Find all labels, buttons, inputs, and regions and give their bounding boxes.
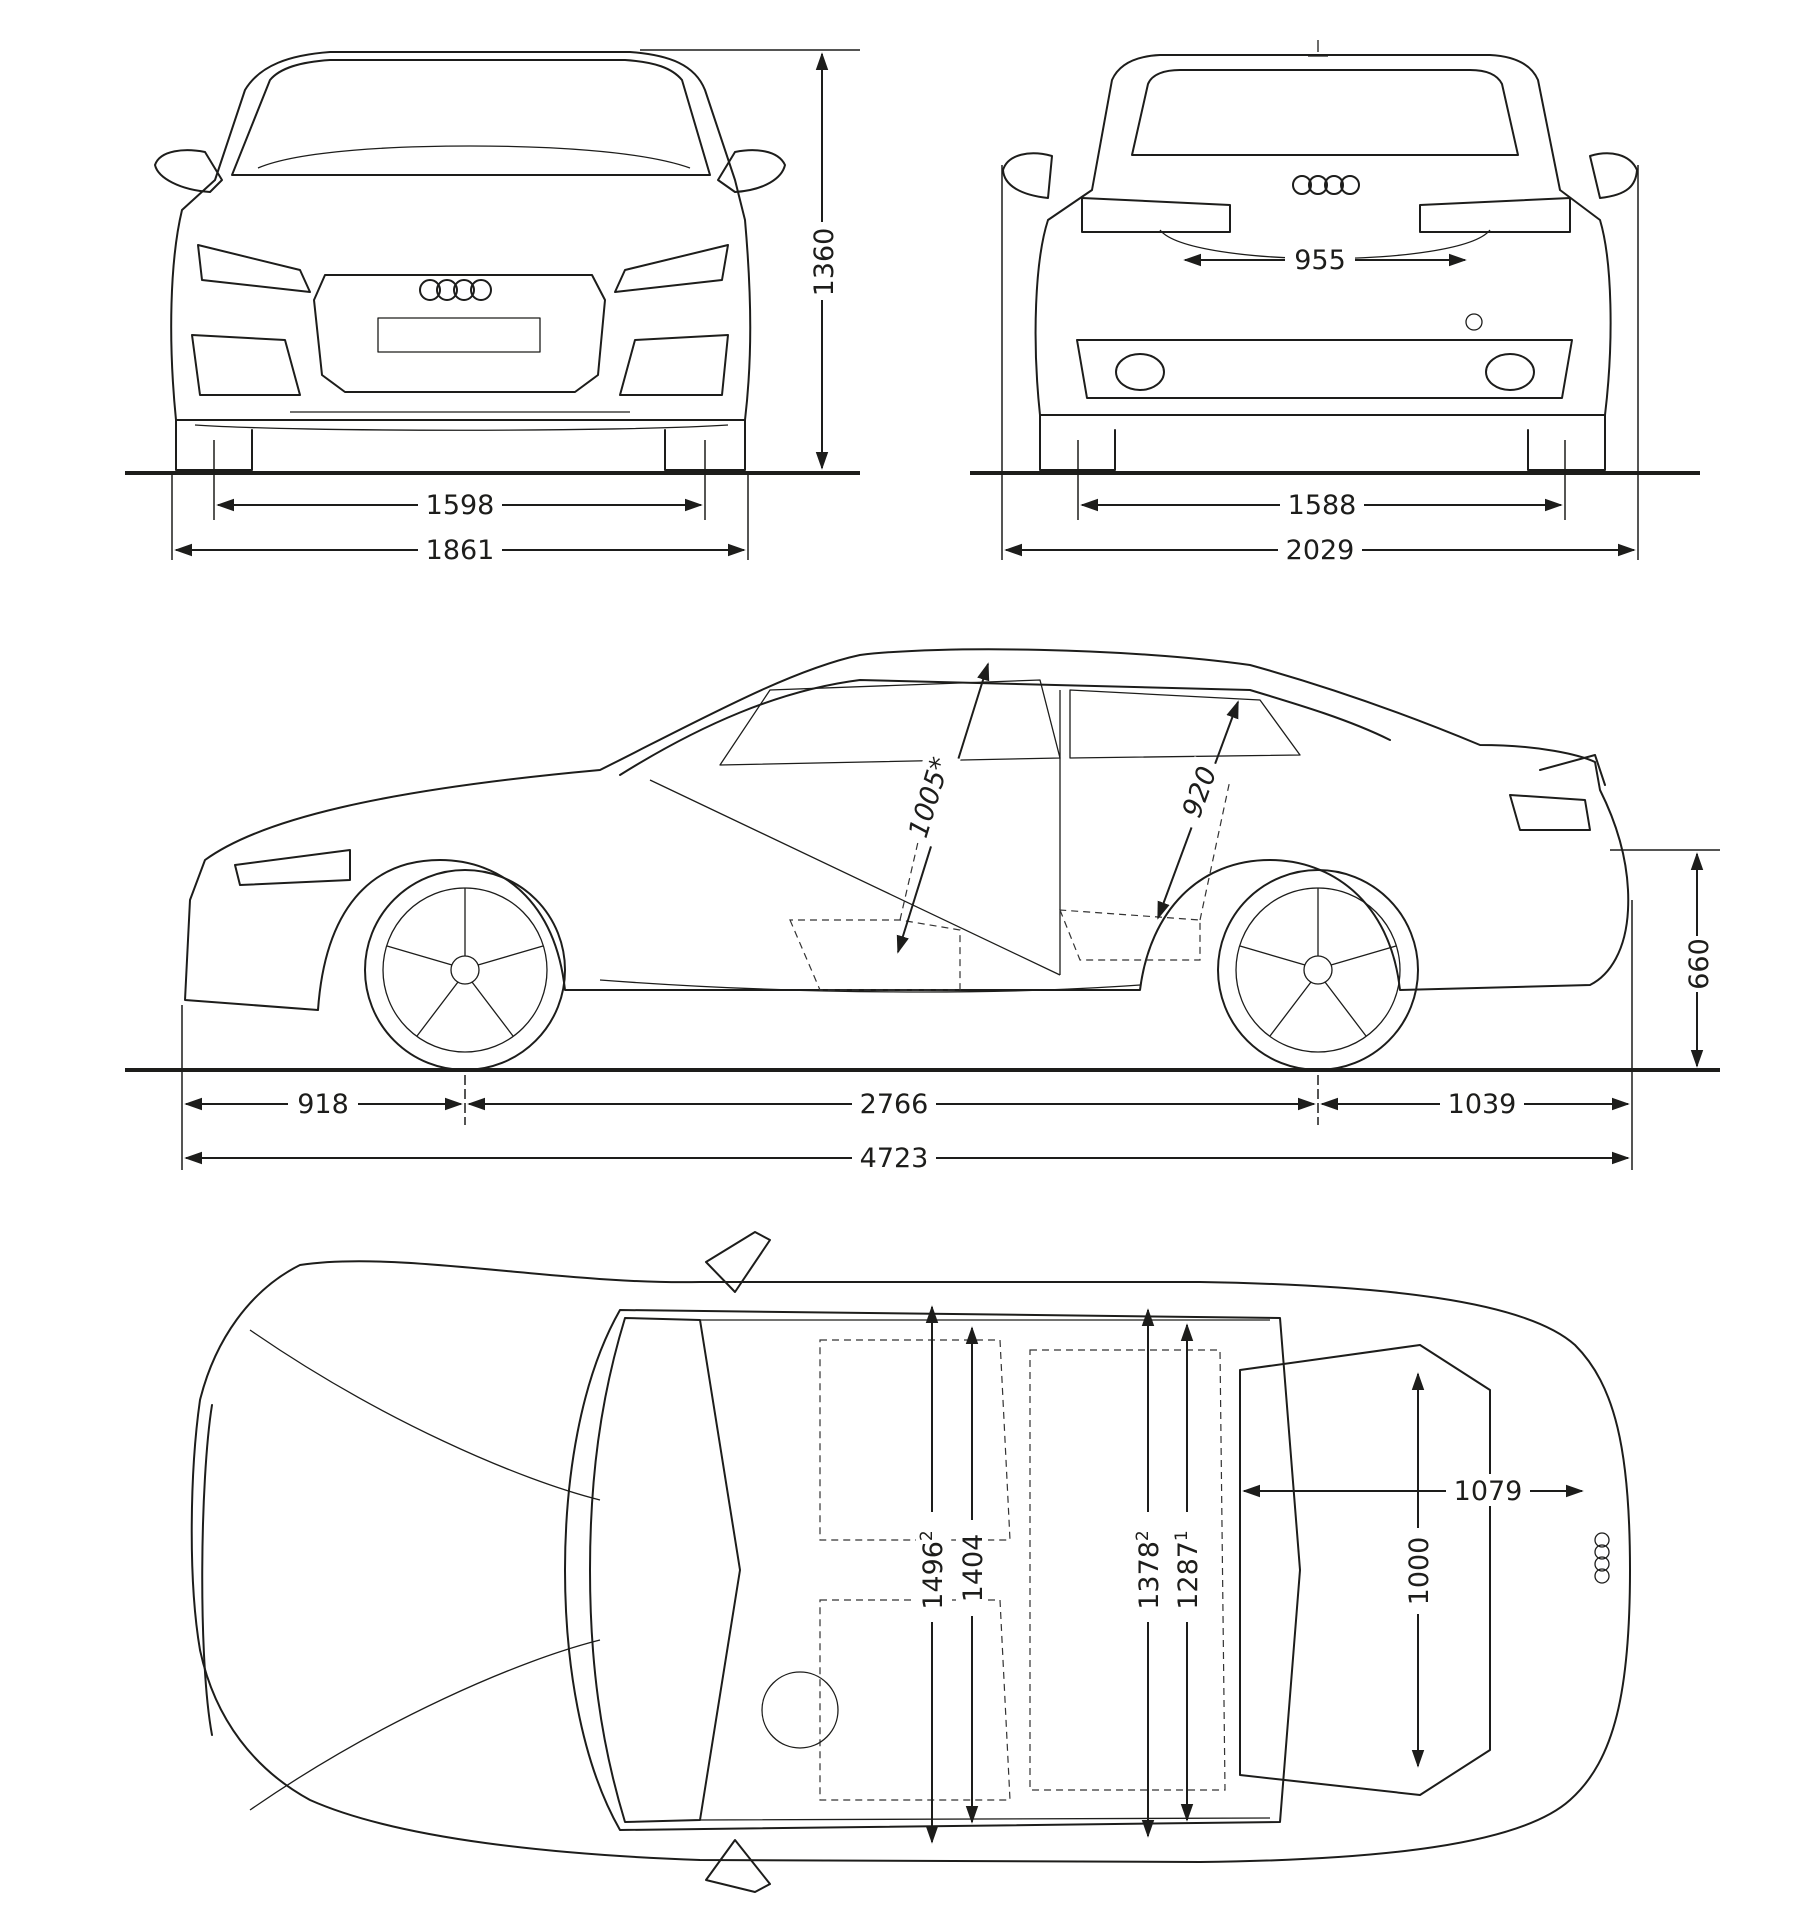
left-air-intake (191, 334, 301, 396)
left-headlight (197, 244, 311, 293)
rear-diffuser (1076, 339, 1573, 399)
width-with-mirrors-label: 2029 (1286, 535, 1355, 566)
front-wheel (364, 869, 566, 1071)
rear-side-window (1069, 689, 1301, 759)
front-elbow-width-label: 14962 (917, 1530, 949, 1610)
rear-body-outline (1034, 54, 1612, 416)
side-view: 1005* 920 660 918 2766 1039 4723 (125, 648, 1720, 1174)
top-cabin-outline (564, 1309, 1301, 1831)
side-headlight (234, 849, 351, 886)
rear-trunk-opening-label: 955 (1294, 245, 1346, 276)
rear-window (1131, 69, 1519, 156)
rear-left-mirror (1002, 152, 1053, 199)
top-view: 14962 1404 13782 12871 1079 1000 (190, 1231, 1631, 1893)
rear-track-label: 1588 (1288, 490, 1357, 521)
right-air-intake (619, 334, 729, 396)
top-front-grille (201, 1404, 213, 1736)
top-rear-window (1239, 1344, 1491, 1796)
trunk-length-label: 1000 (1404, 1537, 1435, 1606)
rear-seat-outline (1059, 779, 1231, 961)
rear-wheel (1217, 869, 1419, 1071)
audi-rings-front (419, 279, 492, 301)
right-headlight (614, 244, 729, 293)
front-body-outline (170, 51, 752, 421)
rear-elbow-width-label: 13782 (1133, 1530, 1165, 1610)
rear-headroom-label: 920 (1177, 763, 1224, 822)
right-taillight (1419, 197, 1571, 233)
left-exhaust (1115, 353, 1165, 391)
rear-right-mirror (1589, 152, 1638, 199)
right-exhaust (1485, 353, 1535, 391)
top-windshield (589, 1317, 741, 1823)
side-greenhouse (619, 679, 1391, 776)
loading-sill-label: 660 (1684, 938, 1715, 990)
top-rear-badge (1594, 1532, 1610, 1584)
left-mirror (154, 149, 223, 193)
top-rear-bench (1029, 1349, 1226, 1791)
front-side-window (719, 679, 1061, 766)
top-right-mirror (705, 1839, 771, 1893)
top-body-outline (190, 1260, 1631, 1863)
audi-rings-rear (1292, 175, 1360, 195)
front-track-label: 1598 (426, 490, 495, 521)
rear-spoiler (1539, 754, 1606, 786)
side-taillight (1509, 794, 1591, 831)
wheelbase-label: 2766 (860, 1089, 929, 1120)
front-view: 1360 1598 1861 (125, 49, 860, 566)
front-grille (313, 274, 606, 393)
rear-shoulder-width-label: 12871 (1172, 1530, 1204, 1610)
left-taillight (1081, 197, 1231, 233)
front-windshield (231, 59, 711, 176)
rear-right-tyre (1527, 414, 1606, 471)
steering-wheel (761, 1671, 839, 1749)
front-shoulder-width-label: 1404 (958, 1534, 989, 1603)
right-mirror (717, 149, 786, 193)
license-plate (377, 317, 541, 353)
rear-view: 955 1588 2029 (970, 40, 1700, 566)
front-width-label: 1861 (426, 535, 495, 566)
front-overhang-label: 918 (297, 1089, 349, 1120)
front-height-label: 1360 (809, 228, 840, 297)
rear-overhang-label: 1039 (1448, 1089, 1517, 1120)
trunk-width-label: 1079 (1454, 1476, 1523, 1507)
top-left-mirror (705, 1231, 771, 1293)
overall-length-label: 4723 (860, 1143, 929, 1174)
side-body-outline (184, 648, 1630, 1011)
